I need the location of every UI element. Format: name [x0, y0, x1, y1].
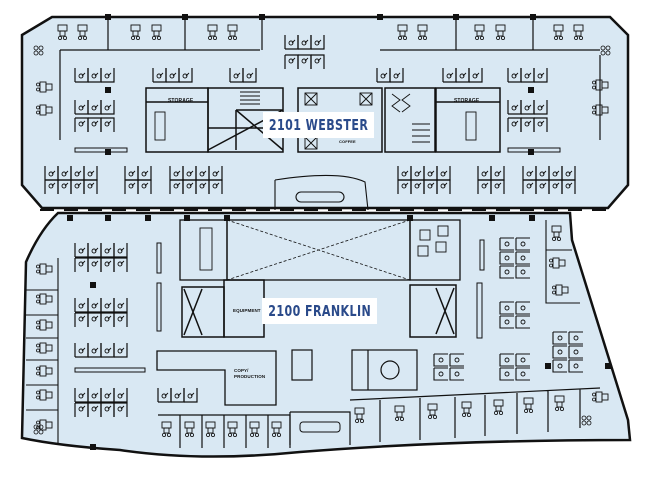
room-label-coffee: COFFEE — [339, 139, 356, 144]
copy-production-line1: COPY/ — [234, 368, 249, 373]
room-label-copy-production: COPY/ PRODUCTION — [234, 368, 265, 380]
webster-label-text: 2101 WEBSTER — [268, 116, 369, 134]
room-label-equipment: EQUIPMENT — [233, 308, 261, 313]
building-label-webster: 2101 WEBSTER — [263, 112, 374, 138]
building-label-franklin: 2100 FRANKLIN — [262, 298, 377, 324]
franklin-label-text: 2100 FRANKLIN — [268, 302, 371, 320]
room-label-storage-left: STORAGE — [168, 98, 194, 104]
copy-production-line2: PRODUCTION — [234, 374, 266, 379]
room-label-storage-right: STORAGE — [454, 98, 480, 104]
